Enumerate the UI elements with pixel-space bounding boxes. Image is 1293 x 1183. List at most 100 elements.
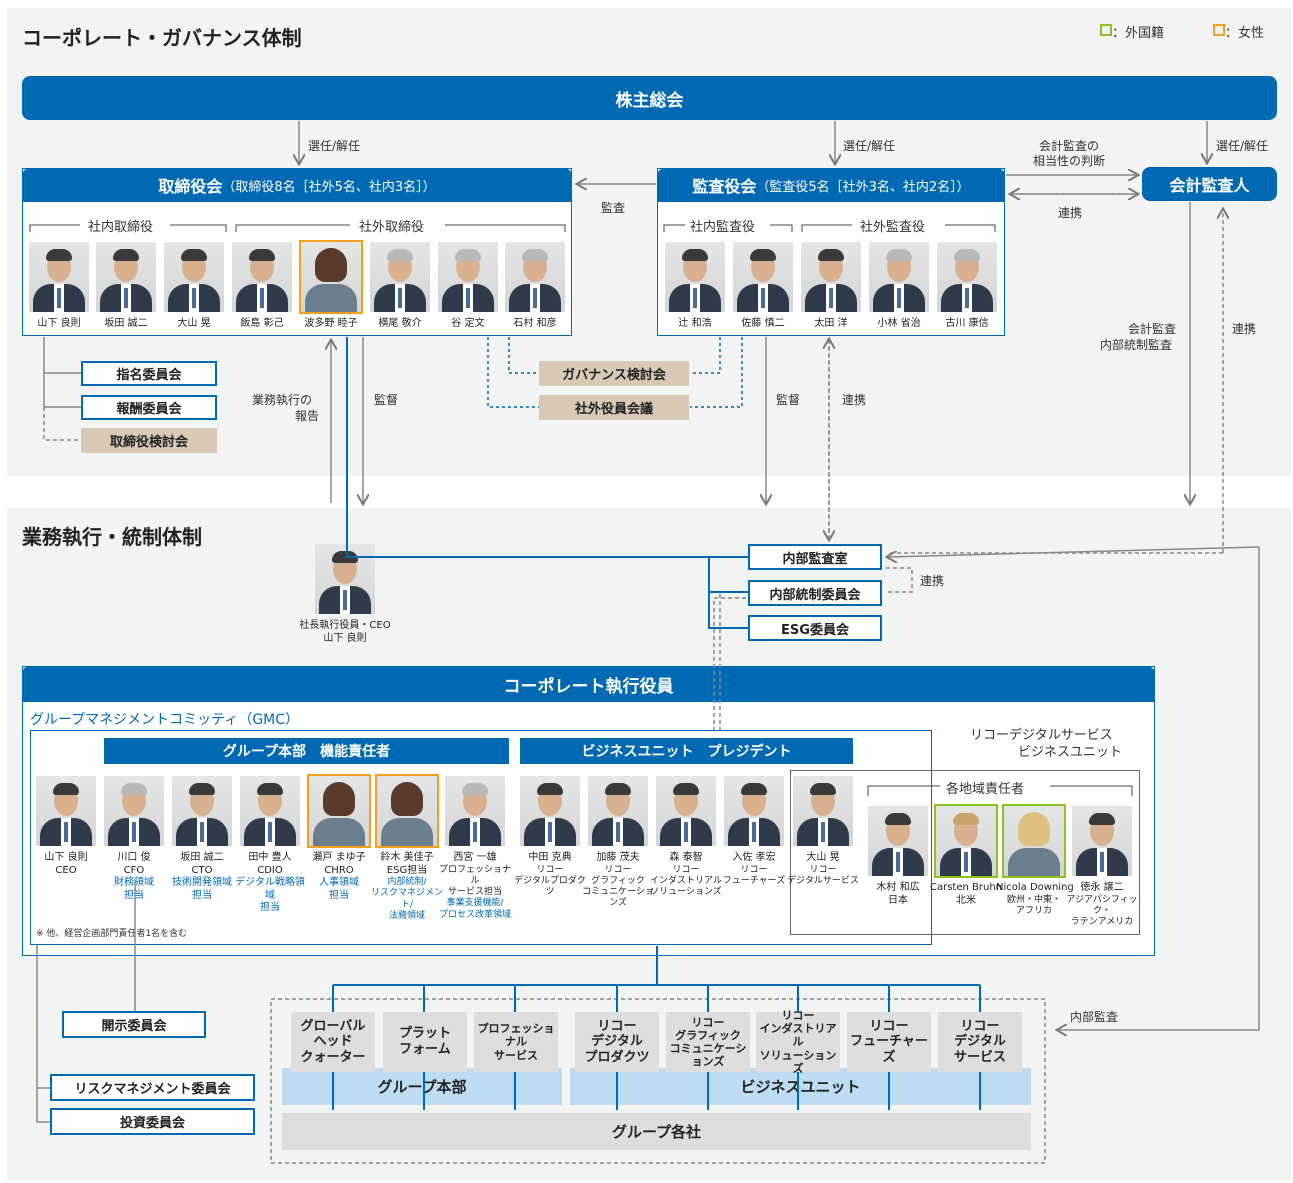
audit-external-label: 社外監査役 bbox=[860, 220, 926, 235]
gmc-photo-6 bbox=[375, 774, 439, 848]
unit-graphic: リコー グラフィック コミュニケーションズ bbox=[666, 1012, 750, 1072]
governance-title: コーポレート・ガバナンス体制 bbox=[22, 26, 302, 50]
board-name-2: 坂田 誠二 bbox=[104, 318, 148, 329]
gmc-photo-10 bbox=[656, 776, 716, 846]
audit-photo-4 bbox=[869, 242, 929, 312]
accounting-auditor: 会計監査人 bbox=[1142, 167, 1277, 201]
gmc-name-13: 木村 和広日本 bbox=[876, 882, 920, 906]
audit-board-header: 監査役会（監査役5名［社外3名、社内2名］） bbox=[657, 168, 1005, 202]
rds-box bbox=[790, 770, 1140, 935]
ceo-name: 山下 良則 bbox=[323, 633, 367, 644]
board-internal-label: 社内取締役 bbox=[88, 220, 154, 235]
board-title: 取締役会 bbox=[158, 177, 223, 196]
cooperation-label-4: 連携 bbox=[920, 574, 945, 588]
gmc-photo-5 bbox=[307, 774, 371, 848]
board-photo-1 bbox=[29, 242, 89, 312]
board-photo-6 bbox=[370, 242, 430, 312]
acct-audit-label-1: 会計監査 bbox=[1128, 322, 1177, 336]
audit-photo-3 bbox=[801, 242, 861, 312]
rds-label-2: ビジネスユニット bbox=[1018, 745, 1123, 760]
unit-digital-products: リコー デジタル プロダクツ bbox=[575, 1012, 659, 1072]
audit-photo-1 bbox=[665, 242, 725, 312]
board-name-4: 飯島 彰己 bbox=[240, 318, 284, 329]
board-photo-7 bbox=[438, 242, 498, 312]
board-photo-3 bbox=[164, 242, 224, 312]
gmc-note: ※ 他、経営企画部門責任者1名を含む bbox=[36, 929, 188, 939]
compensation-committee: 報酬委員会 bbox=[81, 395, 217, 420]
gmc-photo-13 bbox=[868, 806, 928, 876]
audit-name-3: 太田 洋 bbox=[814, 318, 848, 329]
board-name-7: 谷 定文 bbox=[451, 318, 485, 329]
gmc-name-12: 大山 晃リコー デジタルサービス bbox=[787, 852, 859, 886]
audit-name-2: 佐藤 慎二 bbox=[741, 318, 785, 329]
unit-digital-services: リコー デジタル サービス bbox=[938, 1012, 1022, 1072]
audit-board-detail: （監査役5名［社外3名、社内2名］） bbox=[756, 179, 970, 195]
report-label-1: 業務執行の bbox=[252, 393, 313, 407]
investment-committee: 投資委員会 bbox=[50, 1108, 255, 1135]
internal-audit-label: 内部監査 bbox=[1070, 1010, 1119, 1024]
shareholders-meeting: 株主総会 bbox=[22, 76, 1277, 120]
governance-review-meeting: ガバナンス検討会 bbox=[539, 361, 689, 386]
hq-header: グループ本部 機能責任者 bbox=[104, 738, 509, 764]
unit-platform: プラット フォーム bbox=[383, 1012, 467, 1072]
disclosure-committee: 開示委員会 bbox=[62, 1011, 206, 1038]
gmc-photo-7 bbox=[445, 776, 505, 846]
board-detail: （取締役8名［社外5名、社内3名］） bbox=[222, 179, 436, 195]
unit-industrial: リコー インダストリアル ソリューションズ bbox=[756, 1009, 840, 1075]
board-photo-4 bbox=[232, 242, 292, 312]
gmc-photo-9 bbox=[588, 776, 648, 846]
legend-foreign-icon bbox=[1100, 24, 1112, 36]
audit-label: 監査 bbox=[601, 201, 626, 215]
board-external-label: 社外取締役 bbox=[359, 220, 425, 235]
risk-management-committee: リスクマネジメント委員会 bbox=[50, 1074, 255, 1101]
outside-officers-meeting: 社外役員会議 bbox=[539, 395, 689, 420]
board-name-8: 石村 和彦 bbox=[513, 318, 557, 329]
cooperation-label-2: 連携 bbox=[1232, 322, 1257, 336]
board-name-3: 大山 晃 bbox=[177, 318, 211, 329]
gmc-name-9: 加藤 茂夫リコー グラフィック コミュニケーションズ bbox=[582, 852, 654, 909]
cooperation-label-3: 連携 bbox=[842, 393, 867, 407]
board-name-5: 波多野 睦子 bbox=[304, 318, 358, 329]
legend-female: ：女性 bbox=[1225, 26, 1265, 41]
report-label-2: 報告 bbox=[295, 409, 320, 423]
bu-header: ビジネスユニット プレジデント bbox=[520, 738, 853, 764]
gmc-label: グループマネジメントコミッティ（GMC） bbox=[30, 712, 300, 728]
unit-global-hq: グローバル ヘッド クォーター bbox=[291, 1012, 375, 1072]
board-photo-8 bbox=[505, 242, 565, 312]
gmc-name-7: 西宮 一雄プロフェッショナル サービス担当事業支援機能/ プロセス改革領域 bbox=[438, 852, 511, 920]
group-companies-bar: グループ各社 bbox=[282, 1113, 1031, 1150]
gmc-photo-15 bbox=[1002, 804, 1066, 878]
ceo-photo bbox=[315, 544, 375, 614]
gmc-name-10: 森 泰智リコー インダストリアル ソリューションズ bbox=[650, 852, 722, 897]
gmc-photo-4 bbox=[240, 776, 300, 846]
gmc-photo-2 bbox=[104, 776, 164, 846]
unit-futures: リコー フューチャーズ bbox=[847, 1012, 931, 1072]
internal-control-committee: 内部統制委員会 bbox=[748, 580, 882, 606]
audit-name-1: 辻 和浩 bbox=[678, 318, 712, 329]
execution-title: 業務執行・統制体制 bbox=[22, 525, 202, 549]
board-name-6: 横尾 敬介 bbox=[378, 318, 422, 329]
ceo-title: 社長執行役員・CEO bbox=[299, 620, 391, 631]
cooperation-label-1: 連携 bbox=[1058, 206, 1083, 220]
audit-photo-2 bbox=[733, 242, 793, 312]
elect-label-1: 選任/解任 bbox=[308, 139, 361, 153]
gmc-name-16: 徳永 譲二アジアパシフィック・ ラテンアメリカ bbox=[1066, 882, 1138, 927]
gmc-name-8: 中田 克典リコー デジタルプロダクツ bbox=[514, 852, 586, 897]
appropriateness-label-1: 会計監査の bbox=[1039, 139, 1100, 153]
audit-internal-label: 社内監査役 bbox=[690, 220, 756, 235]
legend-foreign: ：外国籍 bbox=[1112, 26, 1165, 41]
gmc-photo-16 bbox=[1072, 806, 1132, 876]
gmc-photo-11 bbox=[724, 776, 784, 846]
elect-label-2: 選任/解任 bbox=[843, 139, 896, 153]
gmc-photo-1 bbox=[36, 776, 96, 846]
gmc-photo-3 bbox=[172, 776, 232, 846]
appropriateness-label-2: 相当性の判断 bbox=[1033, 154, 1106, 168]
audit-photo-5 bbox=[937, 242, 997, 312]
